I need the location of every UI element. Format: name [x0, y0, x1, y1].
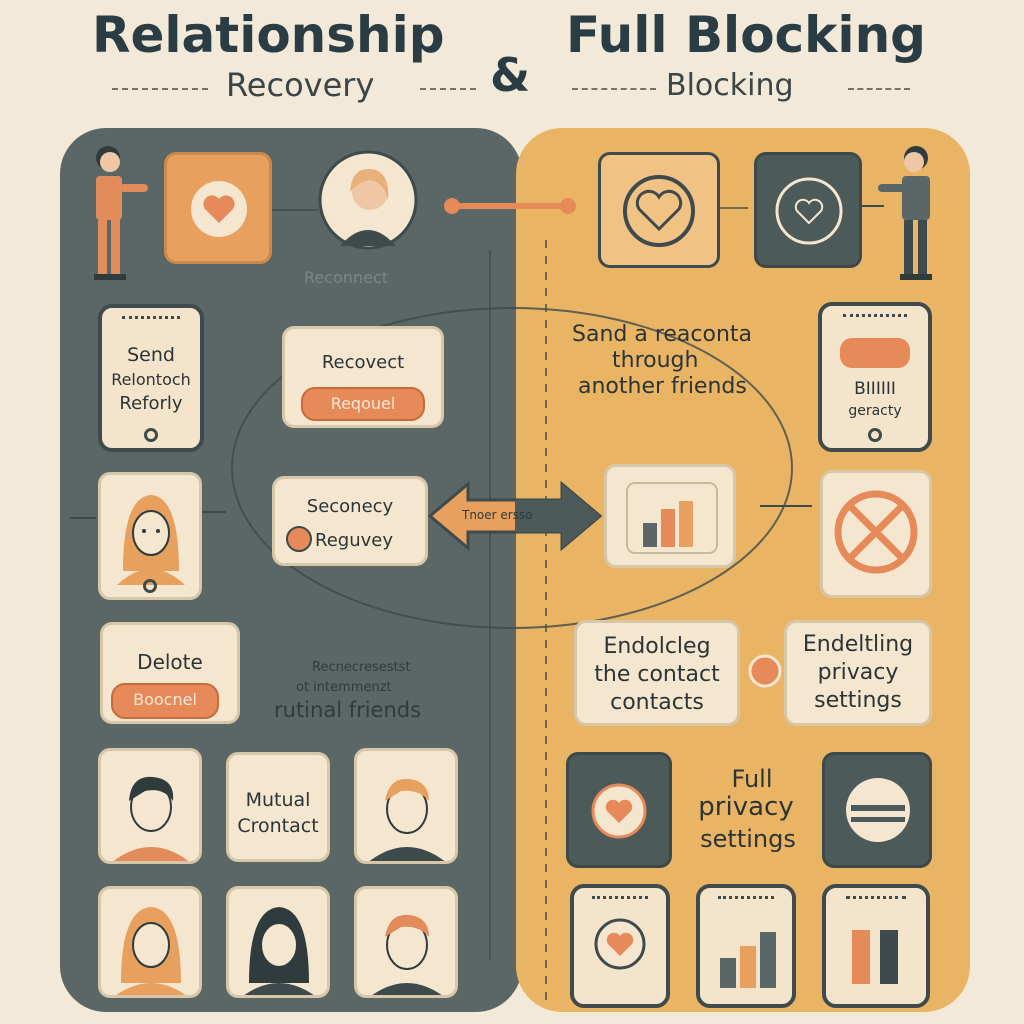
send-request-line-3: another friends: [578, 374, 747, 399]
heart-card[interactable]: [164, 152, 272, 264]
block-contact-card[interactable]: Endolcleg the contact contacts: [574, 620, 740, 726]
block-contact-line-2: the contact: [594, 662, 720, 687]
right-subtitle: Blocking: [666, 68, 794, 103]
phone-speaker: [121, 316, 181, 319]
full-privacy-line-2: privacy: [698, 792, 794, 822]
mutual-caption-line-1: Recnecresestst: [312, 660, 411, 675]
status-dot-icon: [286, 526, 312, 552]
right-subtitle-divider-right: [848, 88, 910, 90]
privacy-line-1: Endeltling: [802, 632, 914, 657]
friend-card-2[interactable]: [354, 748, 458, 864]
friend-card-4[interactable]: [226, 886, 330, 998]
status-dot-icon: [748, 654, 782, 688]
send-request-phone[interactable]: Send Relontoch Reforly: [98, 304, 204, 452]
woman-profile-card[interactable]: [98, 472, 202, 600]
heart-frame-card[interactable]: [598, 152, 720, 268]
phone-speaker: [718, 896, 774, 899]
bar-chart-icon: [626, 482, 718, 554]
bars-phone-2[interactable]: [822, 884, 930, 1008]
block-icon: [834, 490, 918, 574]
mutual-caption-line-2: ot intemmenzt: [296, 680, 392, 695]
stats-card[interactable]: [604, 464, 736, 568]
send-request-line-2: through: [612, 348, 699, 373]
heart-icon: [191, 181, 247, 237]
delete-button[interactable]: Boocnel: [111, 683, 219, 719]
full-privacy-line-3: settings: [700, 825, 796, 853]
delete-card-title: Delote: [137, 650, 203, 674]
secondary-card-subtitle: Reguvey: [315, 530, 393, 551]
ampersand: &: [490, 48, 531, 102]
phone-send-line-2: Relontoch: [111, 370, 191, 389]
arrow-label: Tnoer ersso: [462, 508, 533, 522]
privacy-line-2: privacy: [817, 660, 899, 685]
phone-home-button: [868, 428, 882, 442]
phone-home-button: [144, 428, 158, 442]
mutual-contact-line-1: Mutual: [245, 789, 311, 811]
send-request-line-1: Sand a reaconta: [572, 322, 753, 347]
woman-avatar-icon: [117, 495, 185, 585]
block-contact-line-3: contacts: [610, 690, 704, 715]
blocked-badge-icon: [840, 338, 910, 368]
request-card-title: Recovect: [321, 352, 405, 373]
bar-chart-icon: [720, 932, 776, 988]
phone-line-2: geracty: [848, 403, 902, 419]
mutual-caption-line-3: rutinal friends: [274, 698, 422, 722]
phone-send-line-1: Send: [127, 344, 175, 366]
phone-speaker: [846, 896, 906, 899]
double-arrow-icon: [427, 480, 603, 552]
recovery-request-card[interactable]: Recovect Reqouel: [282, 326, 444, 428]
friend-card-3[interactable]: [98, 886, 202, 998]
phone-speaker: [843, 314, 907, 317]
right-title: Full Blocking: [566, 6, 926, 64]
privacy-toggle-card[interactable]: [822, 752, 932, 868]
blocked-heart-card[interactable]: [754, 152, 862, 268]
phone-speaker: [592, 896, 648, 899]
heart-phone[interactable]: [570, 884, 670, 1008]
man-avatar-icon: [372, 914, 442, 995]
blocked-phone[interactable]: BIIIIII geracty: [818, 302, 932, 452]
delete-card[interactable]: Delote Boocnel: [100, 622, 240, 724]
phone-line-1: BIIIIII: [854, 379, 896, 399]
person-pointing-icon: [94, 146, 148, 280]
man-avatar-icon: [113, 776, 189, 861]
mutual-contact-card[interactable]: Mutual Crontact: [226, 752, 330, 862]
right-subtitle-divider-left: [572, 88, 656, 90]
left-subtitle-divider-right: [420, 88, 476, 90]
left-subtitle: Recovery: [226, 66, 375, 104]
block-contact-line-1: Endolcleg: [603, 634, 711, 659]
secondary-card-title: Seconecy: [306, 496, 394, 517]
request-button[interactable]: Reqouel: [301, 387, 425, 421]
man-avatar-icon: [369, 778, 445, 861]
privacy-settings-card[interactable]: Endeltling privacy settings: [784, 620, 932, 726]
bar-chart-icon: [852, 930, 898, 984]
secondary-recovery-card[interactable]: Seconecy Reguvey: [272, 476, 428, 566]
heart-icon: [591, 783, 647, 839]
heart-dark-card[interactable]: [566, 752, 672, 868]
friend-card-5[interactable]: [354, 886, 458, 998]
privacy-line-3: settings: [814, 688, 902, 713]
mutual-contact-line-2: Crontact: [237, 815, 319, 837]
person-pointing-icon: [878, 146, 932, 280]
friend-card-1[interactable]: [98, 748, 202, 864]
heart-outline-icon: [623, 175, 695, 247]
block-card[interactable]: [820, 470, 932, 598]
woman-avatar-icon: [116, 907, 186, 995]
connector-arrow-icon: [444, 198, 576, 214]
reconnect-label: Reconnect: [304, 268, 389, 287]
phone-send-line-3: Reforly: [119, 393, 183, 414]
person-avatar-icon[interactable]: [318, 150, 418, 250]
left-subtitle-divider-left: [112, 88, 208, 90]
full-privacy-line-1: Full: [731, 765, 773, 793]
bars-phone-1[interactable]: [696, 884, 796, 1008]
card-home-button: [143, 579, 157, 593]
heart-icon: [594, 918, 646, 970]
left-title: Relationship: [92, 6, 445, 64]
menu-icon: [846, 778, 910, 842]
woman-avatar-icon: [244, 907, 314, 995]
heart-outline-icon: [775, 177, 843, 245]
